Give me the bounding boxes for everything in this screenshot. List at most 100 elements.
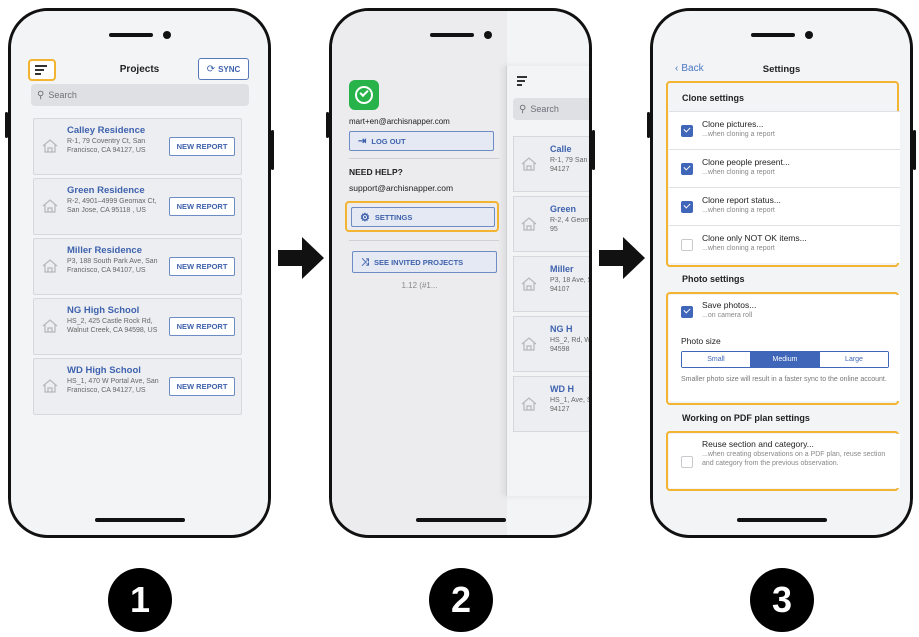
new-report-button[interactable]: NEW REPORT [169, 137, 235, 156]
project-name: NG High School [67, 305, 140, 316]
project-address: HS_2, 425 Castle Rock Rd, Walnut Creek, … [67, 318, 158, 334]
settings-highlight [345, 201, 499, 232]
building-icon [42, 139, 58, 153]
home-indicator [94, 518, 185, 522]
sync-button[interactable]: ⟳ SYNC [198, 58, 249, 80]
row-subtitle: ...when cloning a report [702, 131, 775, 138]
shuffle-icon: ⤨ [361, 256, 369, 268]
page-title: Settings [762, 64, 801, 75]
divider [349, 158, 499, 159]
project-address: P3, 18 Ave, S 94107 [550, 277, 589, 293]
clone-pictures-row[interactable]: Clone pictures... ...when cloning a repo… [669, 111, 900, 149]
row-subtitle: ...when creating observations on a PDF p… [702, 451, 886, 467]
step-number-2: 2 [429, 568, 493, 632]
row-subtitle: ...when cloning a report [702, 245, 775, 252]
checkbox[interactable] [681, 239, 693, 251]
search-placeholder: Search [530, 104, 559, 114]
phone-menu: mart+en@archisnapper.com ⇥ LOG OUT NEED … [329, 8, 592, 538]
new-report-button[interactable]: NEW REPORT [169, 197, 235, 216]
settings-label: SETTINGS [374, 212, 413, 222]
checkbox[interactable] [681, 201, 693, 213]
arrow-right-icon [599, 237, 645, 279]
search-input[interactable]: ⚲ Search [31, 84, 249, 106]
new-report-button[interactable]: NEW REPORT [169, 257, 235, 276]
photo-settings-heading: Photo settings [682, 274, 745, 284]
project-card[interactable]: Green R-2, 4 Geom CA 95 [513, 196, 589, 252]
checkbox[interactable] [681, 125, 693, 137]
logout-button[interactable]: ⇥ LOG OUT [349, 131, 494, 151]
menu-screen: mart+en@archisnapper.com ⇥ LOG OUT NEED … [332, 11, 589, 535]
hamburger-menu-icon[interactable] [517, 76, 527, 86]
search-input[interactable]: ⚲ Search [513, 98, 589, 120]
power-button [913, 130, 916, 170]
project-address: HS_1, Ave, S 94127 [550, 397, 589, 413]
project-address: R-1, 79 San Fr 94127 [550, 157, 589, 173]
project-card[interactable]: Green Residence R-2, 4901–4999 Geomax Ct… [33, 178, 242, 235]
checkbox[interactable] [681, 306, 693, 318]
back-label: Back [681, 63, 704, 74]
reuse-section-row[interactable]: Reuse section and category... ...when cr… [669, 434, 900, 488]
projects-panel-peek[interactable]: ⚲ Search Calle R-1, 79 San Fr 94127 Gree… [506, 66, 589, 496]
page-title: Projects [119, 64, 160, 75]
project-address: R-2, 4901–4999 Geomax Ct, San Jose, CA 9… [67, 198, 157, 214]
clone-not-ok-row[interactable]: Clone only NOT OK items... ...when cloni… [669, 225, 900, 263]
photo-size-segmented-control[interactable]: Small Medium Large [681, 351, 889, 368]
sync-icon: ⟳ [206, 63, 216, 75]
new-report-button[interactable]: NEW REPORT [169, 317, 235, 336]
project-card[interactable]: WD High School HS_1, 470 W Portal Ave, S… [33, 358, 242, 415]
project-card[interactable]: NG High School HS_2, 425 Castle Rock Rd,… [33, 298, 242, 355]
project-name: WD High School [67, 365, 141, 376]
project-card[interactable]: Calley Residence R-1, 79 Coventry Ct, Sa… [33, 118, 242, 175]
checkbox[interactable] [681, 456, 693, 468]
project-address: P3, 188 South Park Ave, San Francisco, C… [67, 258, 158, 274]
hamburger-menu-icon[interactable] [28, 59, 56, 81]
checkbox[interactable] [681, 163, 693, 175]
new-report-button[interactable]: NEW REPORT [169, 377, 235, 396]
camera-notch [429, 27, 492, 43]
project-name: WD H [550, 384, 574, 394]
phone-settings: ‹ Back Settings Clone settings Clone pic… [650, 8, 913, 538]
search-icon: ⚲ [37, 89, 45, 101]
project-name: NG H [550, 324, 573, 334]
see-invited-projects-button[interactable]: ⤨ SEE INVITED PROJECTS [352, 251, 497, 273]
project-card[interactable]: Miller P3, 18 Ave, S 94107 [513, 256, 589, 312]
row-title: Clone pictures... [702, 119, 764, 129]
project-card[interactable]: NG H HS_2, Rd, W 94598 [513, 316, 589, 372]
building-icon [42, 259, 58, 273]
search-placeholder: Search [48, 90, 77, 100]
sync-label: SYNC [218, 64, 241, 74]
settings-button[interactable]: ⚙ SETTINGS [351, 207, 495, 227]
app-version: 1.12 (#1... [401, 281, 438, 290]
clone-people-row[interactable]: Clone people present... ...when cloning … [669, 149, 900, 187]
row-subtitle: ...when cloning a report [702, 207, 775, 214]
project-card[interactable]: WD H HS_1, Ave, S 94127 [513, 376, 589, 432]
home-indicator [415, 518, 506, 522]
project-name: Calle [550, 144, 572, 154]
projects-header: Projects ⟳ SYNC [11, 57, 268, 87]
volume-button [647, 112, 650, 138]
building-icon [521, 397, 537, 411]
clone-status-row[interactable]: Clone report status... ...when cloning a… [669, 187, 900, 225]
clone-settings-heading: Clone settings [682, 93, 745, 103]
arrow-right-icon [278, 237, 324, 279]
row-title: Clone report status... [702, 195, 781, 205]
support-email[interactable]: support@archisnapper.com [349, 183, 454, 193]
size-option-large[interactable]: Large [819, 352, 888, 367]
back-button[interactable]: ‹ Back [675, 63, 704, 74]
camera-notch [108, 27, 171, 43]
settings-screen: ‹ Back Settings Clone settings Clone pic… [653, 11, 910, 535]
project-address: R-2, 4 Geom CA 95 [550, 217, 589, 233]
row-title: Clone only NOT OK items... [702, 233, 807, 243]
project-name: Miller [550, 264, 574, 274]
size-option-small[interactable]: Small [682, 352, 750, 367]
projects-screen: Projects ⟳ SYNC ⚲ Search Calley Residenc… [11, 11, 268, 535]
project-address: HS_2, Rd, W 94598 [550, 337, 589, 353]
project-card[interactable]: Miller Residence P3, 188 South Park Ave,… [33, 238, 242, 295]
project-card[interactable]: Calle R-1, 79 San Fr 94127 [513, 136, 589, 192]
row-subtitle: ...on camera roll [702, 312, 753, 319]
size-option-medium[interactable]: Medium [750, 352, 819, 367]
logout-label: LOG OUT [371, 136, 406, 146]
project-name: Green Residence [67, 185, 145, 196]
step-number-1: 1 [108, 568, 172, 632]
